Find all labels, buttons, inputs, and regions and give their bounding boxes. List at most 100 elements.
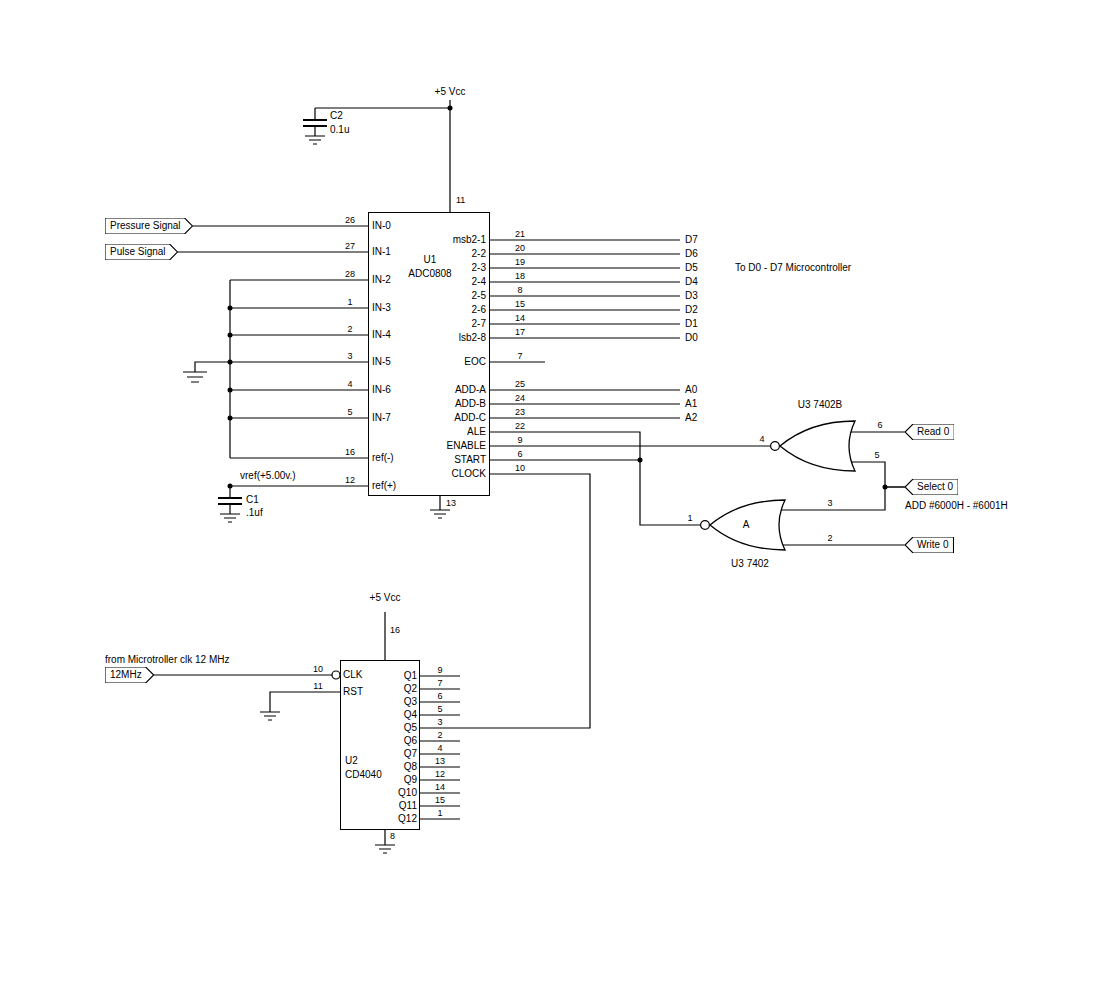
signal-label: ADD #6000H - #6001H: [905, 501, 1008, 511]
signal-label: lsb2-8: [459, 333, 486, 343]
pin-number: 1: [437, 809, 442, 818]
node-text: U2: [345, 756, 358, 766]
signal-label: Q6: [404, 736, 417, 746]
pin-number: 19: [515, 258, 525, 267]
signal-label: .1uf: [246, 508, 263, 518]
signal-label: D3: [685, 291, 698, 301]
signal-label: C1: [246, 495, 259, 505]
pin-number: 6: [517, 450, 522, 459]
signal-label: A2: [685, 413, 697, 423]
signal-label: Q7: [404, 749, 417, 759]
signal-label: D2: [685, 305, 698, 315]
node-text: ADC0808: [408, 269, 451, 279]
node-text: Write 0: [917, 539, 949, 550]
pin-number: 25: [515, 380, 525, 389]
inversion-bubble: [771, 442, 780, 451]
signal-label: 2-3: [472, 263, 486, 273]
pin-number: 16: [390, 626, 400, 635]
pin-number: 1: [347, 298, 352, 307]
signal-label: D0: [685, 333, 698, 343]
signal-tag: Read 0: [905, 424, 954, 440]
signal-label: +5 Vcc: [370, 593, 401, 603]
junction-dot: [228, 416, 233, 421]
signal-label: ADD-A: [455, 385, 486, 395]
signal-label: IN-1: [372, 247, 391, 257]
pin-number: 15: [515, 300, 525, 309]
pin-number: 7: [517, 352, 522, 361]
signal-label: 2-5: [472, 291, 486, 301]
signal-label: vref(+5.00v.): [240, 471, 296, 481]
wire: [178, 251, 368, 252]
signal-label: START: [454, 455, 486, 465]
tag-shape: [905, 479, 958, 495]
pin-number: 12: [435, 770, 445, 779]
node-text: Read 0: [917, 426, 949, 437]
junction-dot: [228, 360, 233, 365]
pin-number: 14: [435, 783, 445, 792]
node-text: Pulse Signal: [110, 246, 166, 257]
signal-label: To D0 - D7 Microcontroller: [735, 263, 851, 273]
signal-label: IN-4: [372, 330, 391, 340]
pin-number: 12: [345, 476, 355, 485]
junction-dot: [228, 484, 233, 489]
node-text: Pressure Signal: [110, 220, 181, 231]
wire: [490, 445, 770, 446]
pin-number: 6: [437, 692, 442, 701]
tag-shape: [105, 244, 178, 260]
capacitor-symbol: [303, 120, 327, 126]
pin-number: 15: [435, 796, 445, 805]
wire: [870, 431, 905, 432]
reset-wire: [260, 692, 340, 720]
pin-number: 1: [687, 514, 692, 523]
signal-label: Q4: [404, 710, 417, 720]
pin-number: 6: [877, 421, 882, 430]
signal-label: msb2-1: [453, 235, 486, 245]
pin-number: 24: [515, 394, 525, 403]
node-text: 12MHz: [110, 669, 142, 680]
pin-number: 2: [437, 731, 442, 740]
pin-number: 14: [515, 314, 525, 323]
wire: [193, 225, 368, 226]
pin-number: 11: [456, 196, 465, 205]
pin-number: 8: [390, 832, 395, 841]
signal-label: 2-6: [472, 305, 486, 315]
signal-label: IN-5: [372, 357, 391, 367]
pin-number: 3: [437, 718, 442, 727]
pin-number: 7: [437, 679, 442, 688]
ground-wire: [375, 830, 395, 853]
ground-bus: [195, 280, 368, 458]
signal-label: Q9: [404, 775, 417, 785]
signal-tag: Write 0: [905, 537, 954, 553]
signal-label: Q8: [404, 762, 417, 772]
node-text: A: [743, 520, 750, 530]
junction-dot: [228, 306, 233, 311]
nor-gate: U3 7402B: [770, 399, 870, 475]
pin-number: 4: [347, 380, 352, 389]
signal-label: ADD-C: [454, 413, 486, 423]
signal-label: IN-3: [372, 303, 391, 313]
nor-gate: AU3 7402: [700, 478, 800, 578]
node-text: U3 7402B: [798, 400, 842, 410]
pin-number: 4: [759, 435, 764, 444]
clock-tag: 12MHz: [105, 667, 154, 683]
pin-number: 13: [435, 757, 445, 766]
capacitor-symbol: [218, 498, 242, 504]
ground-symbol: [305, 136, 325, 144]
wire: [490, 432, 700, 525]
signal-label: 2-7: [472, 319, 486, 329]
junction-dot: [228, 333, 233, 338]
signal-label: IN-7: [372, 413, 391, 423]
node-text: U1: [424, 255, 437, 265]
signal-tag: Pulse Signal: [105, 244, 178, 260]
pin-number: 9: [517, 436, 522, 445]
pin-number: 3: [827, 499, 832, 508]
tag-shape: [905, 537, 954, 553]
junction-dot: [228, 388, 233, 393]
wire: [870, 462, 905, 487]
signal-label: ref(-): [372, 453, 394, 463]
signal-label: D5: [685, 263, 698, 273]
pin-number: 8: [517, 286, 522, 295]
signal-label: 2-4: [472, 277, 486, 287]
wire: [800, 544, 905, 545]
